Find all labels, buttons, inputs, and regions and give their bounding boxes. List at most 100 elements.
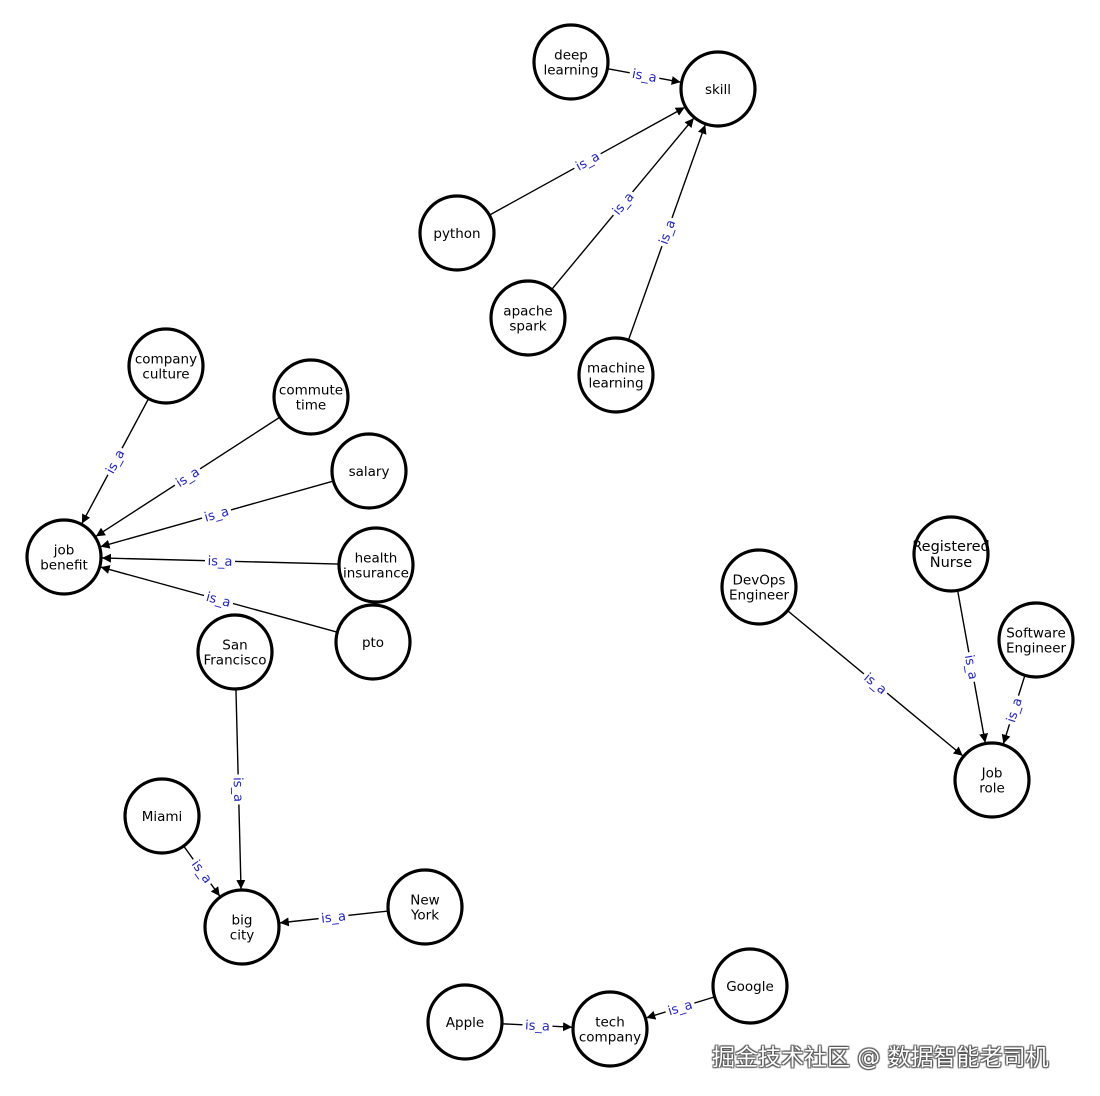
edge-machine-learning-to-skill: is_a xyxy=(627,124,707,341)
edge-label-group: is_a xyxy=(628,63,661,86)
node-circle xyxy=(127,327,205,405)
node-circle xyxy=(418,194,496,272)
edge-label-group: is_a xyxy=(663,994,697,1020)
node-circle xyxy=(330,432,408,510)
node-circle xyxy=(272,358,350,436)
node-salary: salary xyxy=(330,432,408,510)
node-circle xyxy=(711,947,789,1025)
node-label-line: city xyxy=(230,928,254,944)
edges-layer: is_ais_ais_ais_ais_ais_ais_ais_ais_ais_a… xyxy=(81,63,1026,1035)
node-circle xyxy=(532,23,610,101)
node-label-line: learning xyxy=(543,63,598,79)
edge-label-background xyxy=(859,667,893,699)
edge-label-background xyxy=(606,186,638,220)
edge-label-group: is_a xyxy=(522,1015,553,1035)
edge-label-group: is_a xyxy=(202,586,236,611)
node-circle xyxy=(720,548,798,626)
edge-registered-nurse-to-job-role: is_a xyxy=(956,590,989,743)
edge-label-group: is_a xyxy=(317,906,350,927)
edge-label: is_a xyxy=(666,998,694,1020)
edge-label-group: is_a xyxy=(204,551,236,570)
node-label-line: skill xyxy=(705,82,731,98)
node-label-line: York xyxy=(410,908,439,924)
edge-label-group: is_a xyxy=(170,461,204,492)
node-label-line: benefit xyxy=(40,558,88,574)
node-label-line: insurance xyxy=(343,566,409,582)
node-google: Google xyxy=(711,947,789,1025)
edge-python-to-skill: is_a xyxy=(489,106,686,216)
edge-label: is_a xyxy=(1004,696,1026,724)
node-label-line: apache xyxy=(503,304,552,320)
node-label-line: Google xyxy=(726,979,774,995)
edge-new-york-to-big-city: is_a xyxy=(279,906,389,927)
node-label-line: Miami xyxy=(142,809,183,825)
edge-commute-time-to-job-benefit: is_a xyxy=(95,416,281,537)
edge-label-group: is_a xyxy=(1000,692,1026,727)
node-miami: Miami xyxy=(123,777,201,855)
node-label-line: tech xyxy=(595,1015,625,1031)
node-label-line: pto xyxy=(362,635,384,651)
edge-health-insurance-to-job-benefit: is_a xyxy=(101,551,340,570)
node-label-line: big xyxy=(232,913,253,929)
node-circle xyxy=(196,613,274,691)
node-circle xyxy=(489,279,567,357)
node-label-line: Francisco xyxy=(203,653,266,669)
edge-label-group: is_a xyxy=(570,145,605,175)
edge-salary-to-job-benefit: is_a xyxy=(100,480,334,549)
node-circle xyxy=(123,777,201,855)
edge-label: is_a xyxy=(204,590,232,611)
edge-label-background xyxy=(570,145,605,175)
edge-label-background xyxy=(199,501,233,525)
node-label-line: New xyxy=(410,893,439,909)
edge-san-francisco-to-big-city: is_a xyxy=(230,688,248,890)
node-circle xyxy=(25,518,103,596)
edge-label-background xyxy=(170,461,204,492)
node-label-line: machine xyxy=(587,361,645,377)
edge-software-engineer-to-job-role: is_a xyxy=(1000,675,1026,744)
edge-label-group: is_a xyxy=(653,214,679,249)
node-label-line: learning xyxy=(588,376,643,392)
node-label-line: spark xyxy=(509,319,546,335)
node-label-line: Engineer xyxy=(1006,641,1067,657)
node-label-line: health xyxy=(355,551,398,567)
edge-label-background xyxy=(961,650,984,684)
node-label-line: DevOps xyxy=(733,573,786,589)
node-label-line: culture xyxy=(142,367,189,383)
edge-label-background xyxy=(317,906,350,926)
edge-label-group: is_a xyxy=(606,186,638,220)
node-circle xyxy=(577,336,655,414)
edge-label-group: is_a xyxy=(859,667,893,699)
edge-label-background xyxy=(1000,692,1026,727)
node-label-line: python xyxy=(433,226,480,242)
edge-label: is_a xyxy=(320,909,346,927)
node-label-line: job xyxy=(53,543,75,559)
edge-label: is_a xyxy=(657,218,679,246)
node-pto: pto xyxy=(334,603,412,681)
node-label-line: role xyxy=(979,781,1005,797)
edge-label: is_a xyxy=(961,654,980,681)
edge-label-background xyxy=(628,63,661,86)
node-label-line: Apple xyxy=(446,1015,484,1031)
edge-label-group: is_a xyxy=(230,774,248,805)
node-circle xyxy=(679,50,757,128)
watermark-text: 掘金技术社区 @ 数据智能老司机 xyxy=(712,1045,1049,1071)
node-label-line: time xyxy=(296,398,327,414)
edge-miami-to-big-city: is_a xyxy=(183,845,221,897)
edge-devops-engineer-to-job-role: is_a xyxy=(787,610,964,757)
edge-label-group: is_a xyxy=(187,854,219,888)
node-label-line: Engineer xyxy=(729,588,790,604)
edge-google-to-tech-company: is_a xyxy=(646,994,715,1020)
